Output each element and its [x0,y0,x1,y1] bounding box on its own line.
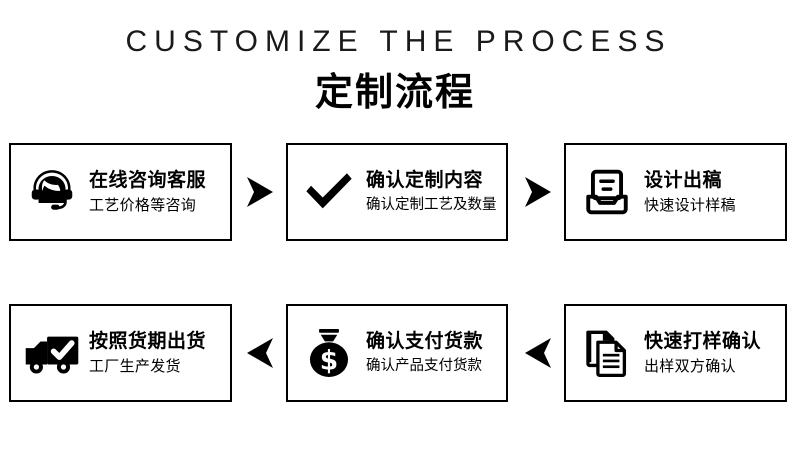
money-bag-dollar-icon: $ [298,322,360,384]
process-row-bottom: 按照货期出货 工厂生产发货 $ 确认支付货款 确认产品支付货款 [0,304,790,404]
process-step-subtitle: 确认产品支付货款 [366,358,482,374]
process-step-card[interactable]: $ 确认支付货款 确认产品支付货款 [286,304,508,402]
process-step-subtitle: 确认定制工艺及数量 [366,197,497,213]
process-step-text: 按照货期出货 工厂生产发货 [89,329,210,377]
triangle-left-icon [518,333,558,373]
process-step-subtitle: 工厂生产发货 [89,357,181,375]
process-step-text: 确认定制内容 确认定制工艺及数量 [366,168,501,216]
page-title-chinese: 定制流程 [314,70,475,114]
design-tray-icon [576,161,638,223]
process-step-text: 设计出稿 快速设计样稿 [644,168,740,216]
process-step-title: 按照货期出货 [89,330,207,352]
process-row-top: 在线咨询客服 工艺价格等咨询 确认定制内容 确认定制工艺及数量 [0,143,790,243]
process-step-card[interactable]: 按照货期出货 工厂生产发货 [9,304,232,402]
process-step-subtitle: 快速设计样稿 [644,196,736,214]
triangle-left-icon [240,333,280,373]
process-step-subtitle: 出样双方确认 [644,357,736,375]
page-header: CUSTOMIZE THE PROCESS 定制流程 [0,22,790,116]
process-step-card[interactable]: 在线咨询客服 工艺价格等咨询 [9,143,232,241]
process-step-text: 确认支付货款 确认产品支付货款 [366,329,487,377]
svg-text:$: $ [320,346,338,377]
triangle-right-icon [240,172,280,212]
delivery-truck-check-icon [21,322,83,384]
process-step-card[interactable]: 确认定制内容 确认定制工艺及数量 [286,143,508,241]
process-step-card[interactable]: 快速打样确认 出样双方确认 [564,304,787,402]
process-step-title: 确认定制内容 [366,169,484,191]
process-step-title: 确认支付货款 [366,330,484,352]
page-title-english: CUSTOMIZE THE PROCESS [125,25,672,58]
process-step-subtitle: 工艺价格等咨询 [89,196,197,214]
process-step-text: 在线咨询客服 工艺价格等咨询 [89,168,210,216]
documents-stack-icon [576,322,638,384]
process-step-title: 快速打样确认 [644,330,762,352]
process-step-title: 设计出稿 [644,169,723,191]
process-step-card[interactable]: 设计出稿 快速设计样稿 [564,143,787,241]
checkmark-icon [298,161,360,223]
process-step-title: 在线咨询客服 [89,169,207,191]
process-step-text: 快速打样确认 出样双方确认 [644,329,765,377]
headset-support-icon [21,161,83,223]
triangle-right-icon [518,172,558,212]
